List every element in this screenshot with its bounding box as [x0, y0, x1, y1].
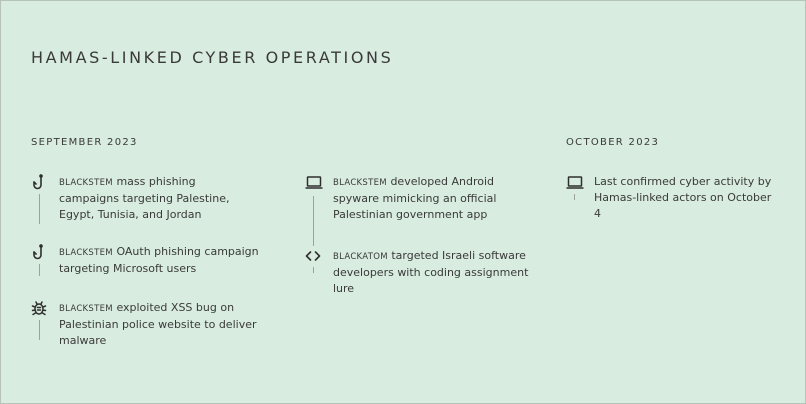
- threat-actor-name: BLACKSTEM: [333, 178, 387, 188]
- threat-actor-name: BLACKSTEM: [59, 248, 113, 258]
- timeline-connector: [313, 267, 314, 273]
- event-description: BLACKSTEM exploited XSS bug on Palestini…: [59, 300, 259, 349]
- laptop-icon: [305, 174, 323, 190]
- timeline-connector: [313, 196, 314, 246]
- event-description: BLACKATOM targeted Israeli software deve…: [333, 248, 543, 297]
- event-text: targeted Israeli software developers wit…: [333, 249, 529, 295]
- event-description: BLACKSTEM OAuth phishing campaign target…: [59, 244, 259, 277]
- page-title: HAMAS-LINKED CYBER OPERATIONS: [31, 48, 394, 67]
- month-label-september: SEPTEMBER 2023: [31, 137, 138, 148]
- laptop-icon: [566, 174, 584, 190]
- threat-actor-name: BLACKSTEM: [59, 304, 113, 314]
- event-text: mass phishing campaigns targeting Palest…: [59, 175, 230, 221]
- timeline-connector: [39, 320, 40, 340]
- timeline-connector: [39, 194, 40, 224]
- threat-actor-name: BLACKSTEM: [59, 178, 113, 188]
- event-description: Last confirmed cyber activity by Hamas-l…: [594, 174, 774, 222]
- month-label-october: OCTOBER 2023: [566, 137, 660, 148]
- timeline-connector: [574, 194, 575, 200]
- timeline-connector: [39, 264, 40, 276]
- fishhook-icon: [31, 174, 47, 190]
- event-text: developed Android spyware mimicking an o…: [333, 175, 497, 221]
- event-text: Last confirmed cyber activity by Hamas-l…: [594, 175, 772, 220]
- bug-icon: [31, 300, 47, 316]
- event-description: BLACKSTEM developed Android spyware mimi…: [333, 174, 533, 223]
- event-description: BLACKSTEM mass phishing campaigns target…: [59, 174, 259, 223]
- event-text: exploited XSS bug on Palestinian police …: [59, 301, 257, 347]
- threat-actor-name: BLACKATOM: [333, 252, 388, 262]
- code-icon: [305, 248, 321, 264]
- fishhook-icon: [31, 244, 47, 260]
- event-text: OAuth phishing campaign targeting Micros…: [59, 245, 259, 275]
